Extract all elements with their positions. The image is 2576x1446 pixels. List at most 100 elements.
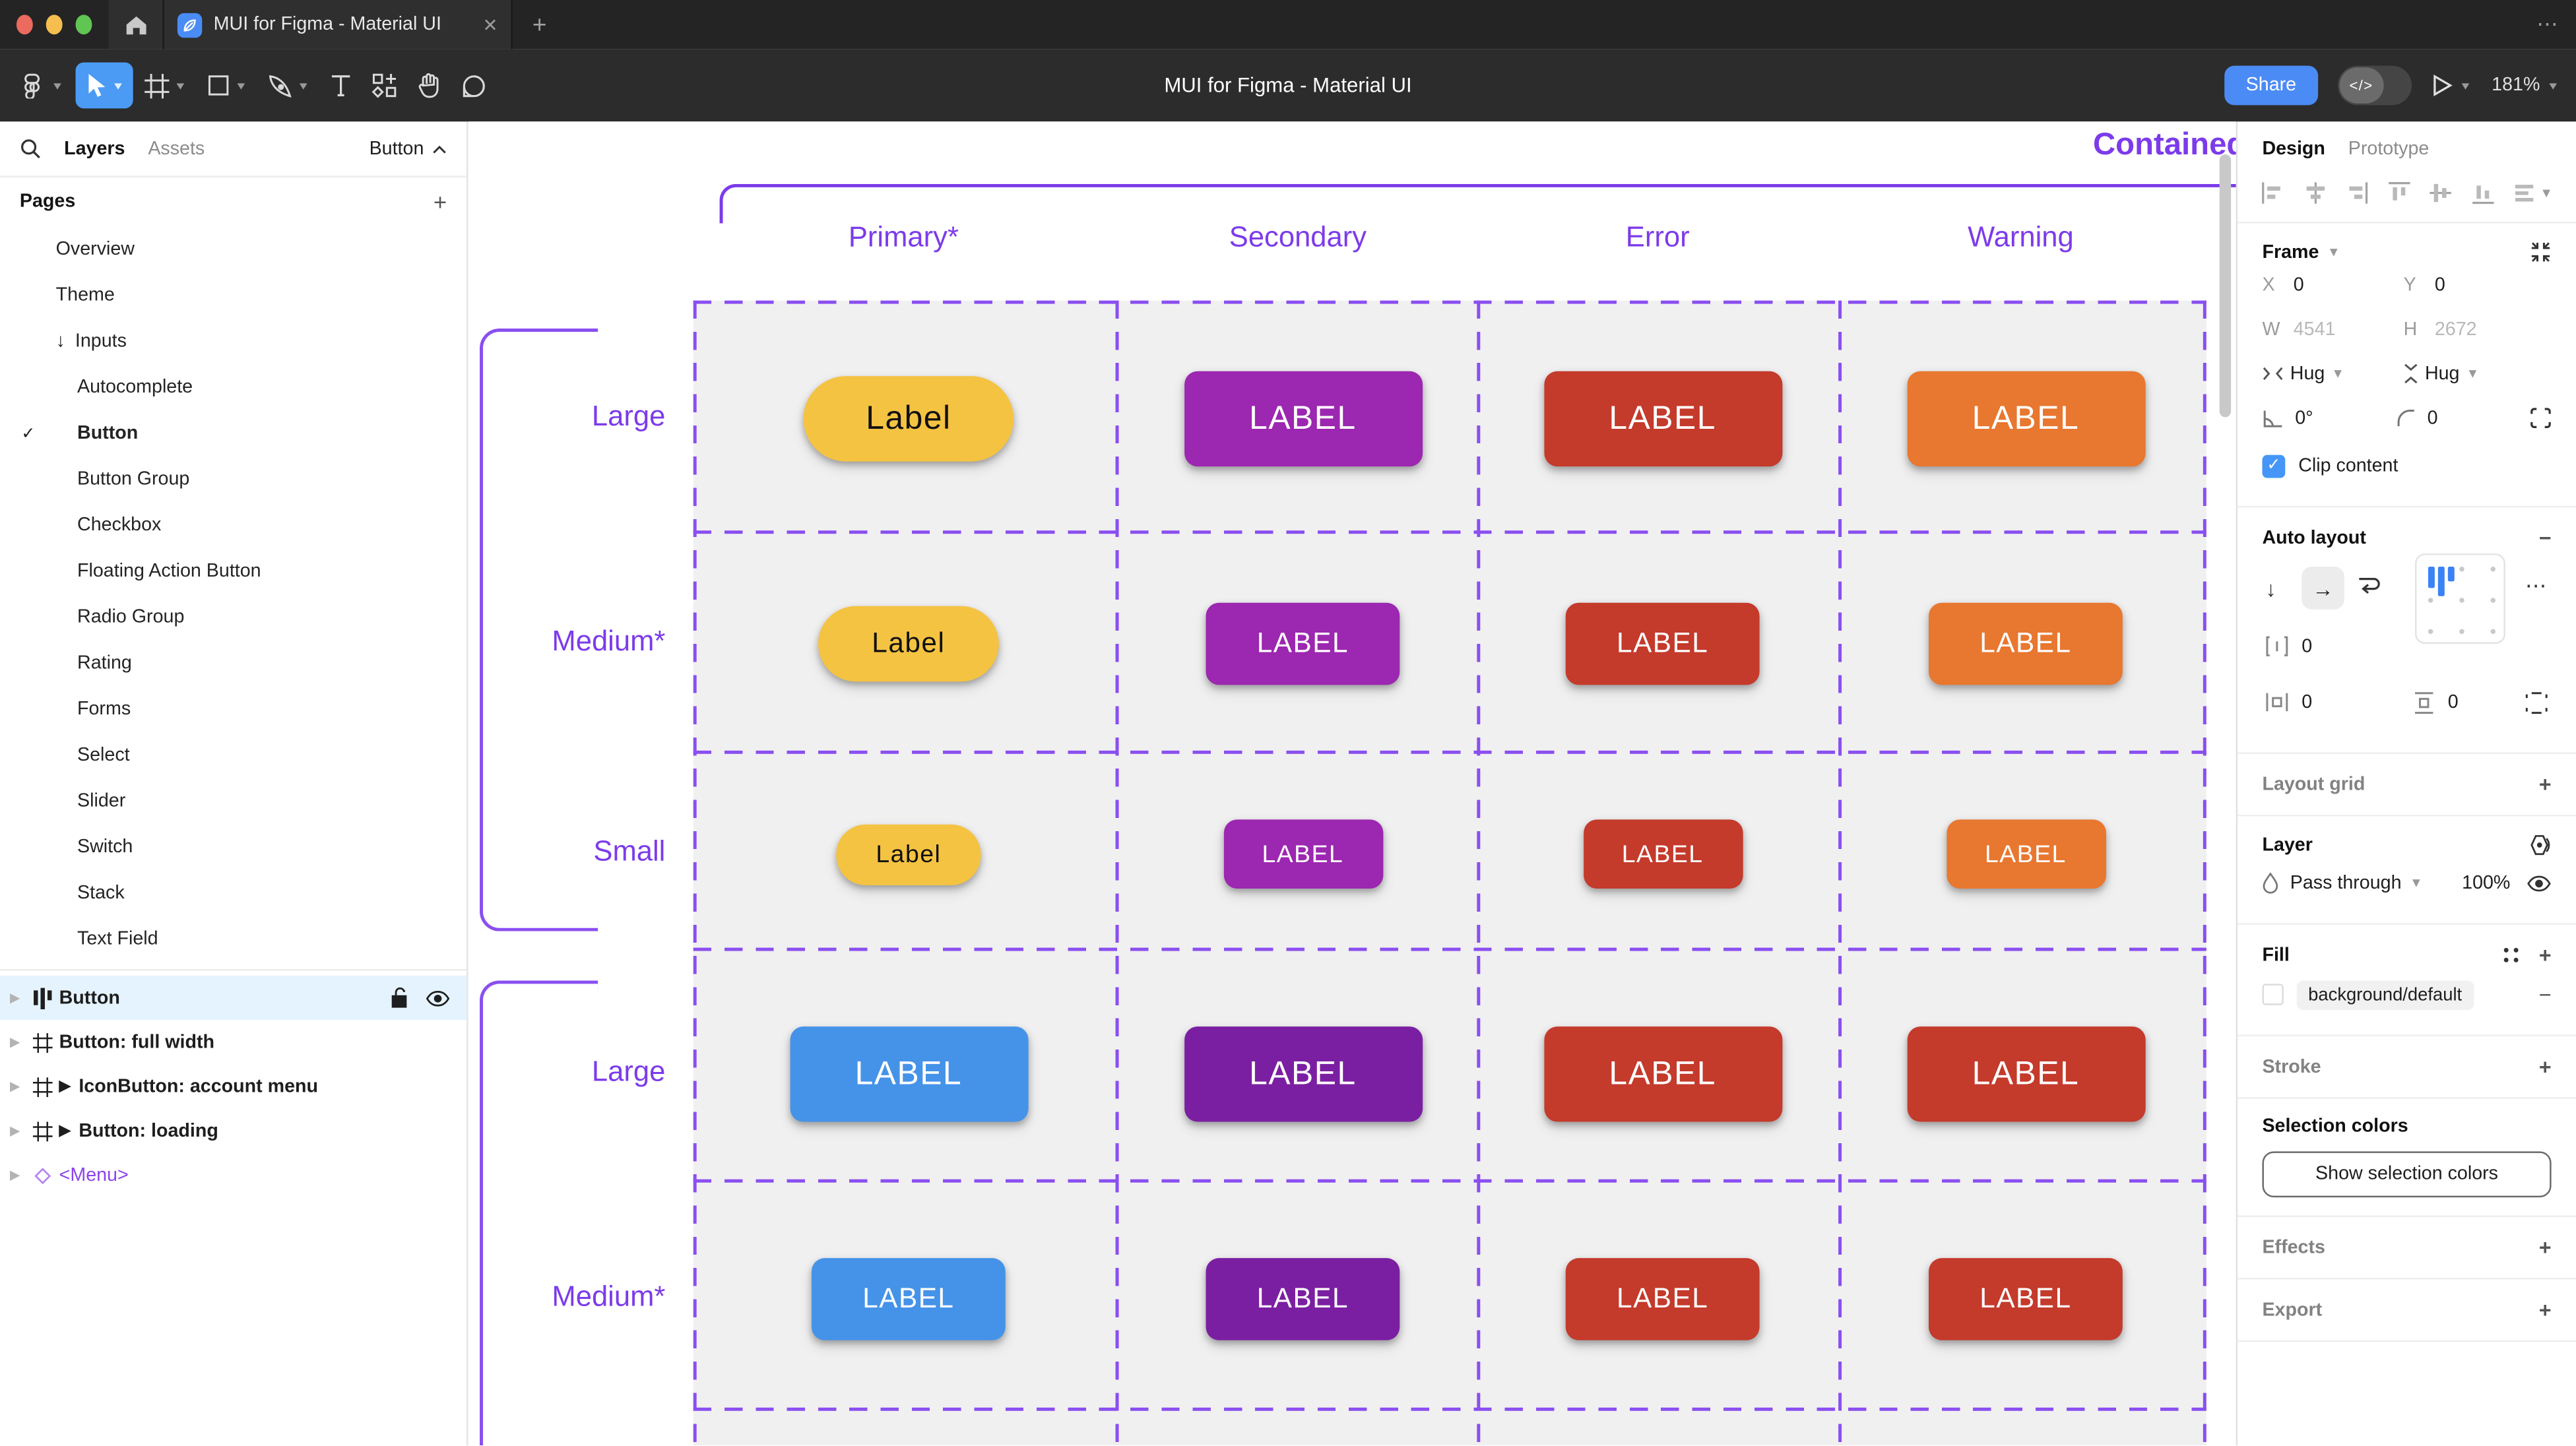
align-vertical-center-icon[interactable] [2428,181,2453,205]
align-right-icon[interactable] [2344,181,2369,205]
canvas-button-variant[interactable]: LABEL [1206,1258,1400,1340]
page-item-switch[interactable]: Switch [0,825,467,871]
page-item-select[interactable]: Select [0,732,467,778]
canvas-button-variant[interactable]: LABEL [789,1026,1028,1122]
alignment-dot[interactable] [2428,629,2433,635]
horizontal-padding-field[interactable]: 0 [2265,691,2312,712]
frame-tool-button[interactable]: ▼ [136,63,195,108]
canvas-button-variant[interactable]: LABEL [1183,1026,1422,1122]
fill-style-chip[interactable]: background/default [2296,980,2474,1009]
individual-padding-button[interactable] [2525,691,2548,714]
resources-tool-button[interactable] [362,63,405,109]
canvas-button-variant[interactable]: LABEL [1582,819,1743,889]
canvas-button-variant[interactable]: LABEL [1183,371,1422,467]
search-icon[interactable] [20,138,41,159]
zoom-menu[interactable]: 181% ▼ [2492,76,2560,96]
expand-caret-icon[interactable]: ▶ [9,1168,20,1183]
fill-color-swatch[interactable] [2262,984,2284,1005]
add-fill-button[interactable]: + [2538,943,2552,968]
file-tab[interactable]: MUI for Figma - Material UI ✕ [164,0,513,49]
text-tool-button[interactable] [321,64,359,107]
styles-icon[interactable] [2501,945,2522,966]
alignment-dot[interactable] [2490,566,2496,572]
page-item-text-field[interactable]: Text Field [0,916,467,962]
canvas-button-variant[interactable]: LABEL [1929,1258,2123,1340]
dev-mode-toggle[interactable]: </> [2337,65,2412,106]
layer-row-button-loading[interactable]: ▶▶Button: loading [0,1109,467,1153]
page-item-radio-group[interactable]: Radio Group [0,594,467,641]
page-item-rating[interactable]: Rating [0,641,467,687]
canvas-button-variant[interactable]: LABEL [1565,1258,1760,1340]
page-item-slider[interactable]: Slider [0,778,467,825]
add-layout-grid-button[interactable]: + [2538,772,2552,797]
canvas-scrollbar[interactable] [2219,154,2232,418]
add-effect-button[interactable]: + [2538,1235,2552,1260]
align-bottom-icon[interactable] [2470,181,2494,205]
direction-horizontal-button[interactable]: → [2302,566,2344,610]
blend-mode-dropdown[interactable]: Pass through ▼ [2290,873,2423,893]
section-title[interactable]: Contained [2093,128,2236,163]
visibility-eye-icon[interactable] [2527,875,2551,891]
page-item-stack[interactable]: Stack [0,871,467,917]
new-tab-button[interactable]: + [532,11,547,39]
corner-radius-field[interactable]: 0 [2396,408,2530,428]
main-menu-button[interactable]: ▼ [13,63,72,109]
tab-close-icon[interactable]: ✕ [482,15,498,36]
move-tool-button[interactable]: ▼ [75,62,133,109]
expand-caret-icon[interactable]: ▶ [9,1123,20,1139]
pen-tool-button[interactable]: ▼ [259,63,318,108]
vertical-padding-field[interactable]: 0 [2414,691,2459,714]
canvas-button-variant[interactable]: LABEL [1906,1026,2145,1122]
page-item-theme[interactable]: Theme [0,272,467,319]
page-item-forms[interactable]: Forms [0,687,467,733]
page-item-button[interactable]: ✓Button [0,410,467,456]
page-item-autocomplete[interactable]: Autocomplete [0,365,467,411]
minimize-window-button[interactable] [46,15,63,35]
layer-row--menu-[interactable]: ▶<Menu> [0,1153,467,1197]
expand-caret-icon[interactable]: ▶ [9,1079,20,1094]
alignment-dot[interactable] [2490,598,2496,603]
align-top-icon[interactable] [2386,181,2410,205]
visible-eye-icon[interactable] [426,990,450,1006]
remove-auto-layout-button[interactable]: − [2538,525,2552,551]
add-page-button[interactable]: + [433,189,447,216]
zoom-window-button[interactable] [75,15,92,35]
gap-field[interactable]: 0 [2265,636,2312,657]
share-button[interactable]: Share [2224,65,2318,106]
align-horizontal-center-icon[interactable] [2302,181,2327,205]
align-left-icon[interactable] [2261,181,2285,205]
frame-section-title[interactable]: Frame [2262,242,2319,263]
page-item-checkbox[interactable]: Checkbox [0,503,467,549]
page-selector[interactable]: Button [370,139,447,158]
tab-prototype[interactable]: Prototype [2348,139,2430,160]
wrap-button[interactable] [2358,573,2382,600]
canvas-button-variant[interactable]: LABEL [1206,602,1400,685]
canvas-button-variant[interactable]: LABEL [1543,1026,1782,1122]
shape-tool-button[interactable]: ▼ [199,64,256,107]
canvas-button-variant[interactable]: LABEL [1565,602,1760,685]
canvas-button-variant[interactable]: LABEL [1543,371,1782,467]
layer-row-button[interactable]: ▶Button [0,975,467,1021]
direction-vertical-button[interactable]: ↓ [2265,576,2276,602]
collapse-frame-icon[interactable] [2530,241,2551,263]
hand-tool-button[interactable] [408,63,449,109]
vertical-resizing-dropdown[interactable]: Hug▼ [2404,363,2545,384]
add-export-button[interactable]: + [2538,1297,2552,1323]
page-item-button-group[interactable]: Button Group [0,456,467,503]
canvas-button-variant[interactable]: LABEL [1946,819,2106,889]
rotation-field[interactable]: 0° [2262,408,2396,428]
unlock-icon[interactable] [391,987,409,1008]
page-item-inputs[interactable]: ↓Inputs [0,319,467,365]
page-item-floating-action-button[interactable]: Floating Action Button [0,549,467,595]
show-selection-colors-button[interactable]: Show selection colors [2262,1151,2552,1198]
blend-mode-icon[interactable] [2528,834,2552,856]
alignment-dot[interactable] [2490,629,2496,635]
canvas-button-variant[interactable]: LABEL [1929,602,2123,685]
independent-corners-icon[interactable] [2530,407,2551,428]
alignment-dot[interactable] [2459,598,2464,603]
